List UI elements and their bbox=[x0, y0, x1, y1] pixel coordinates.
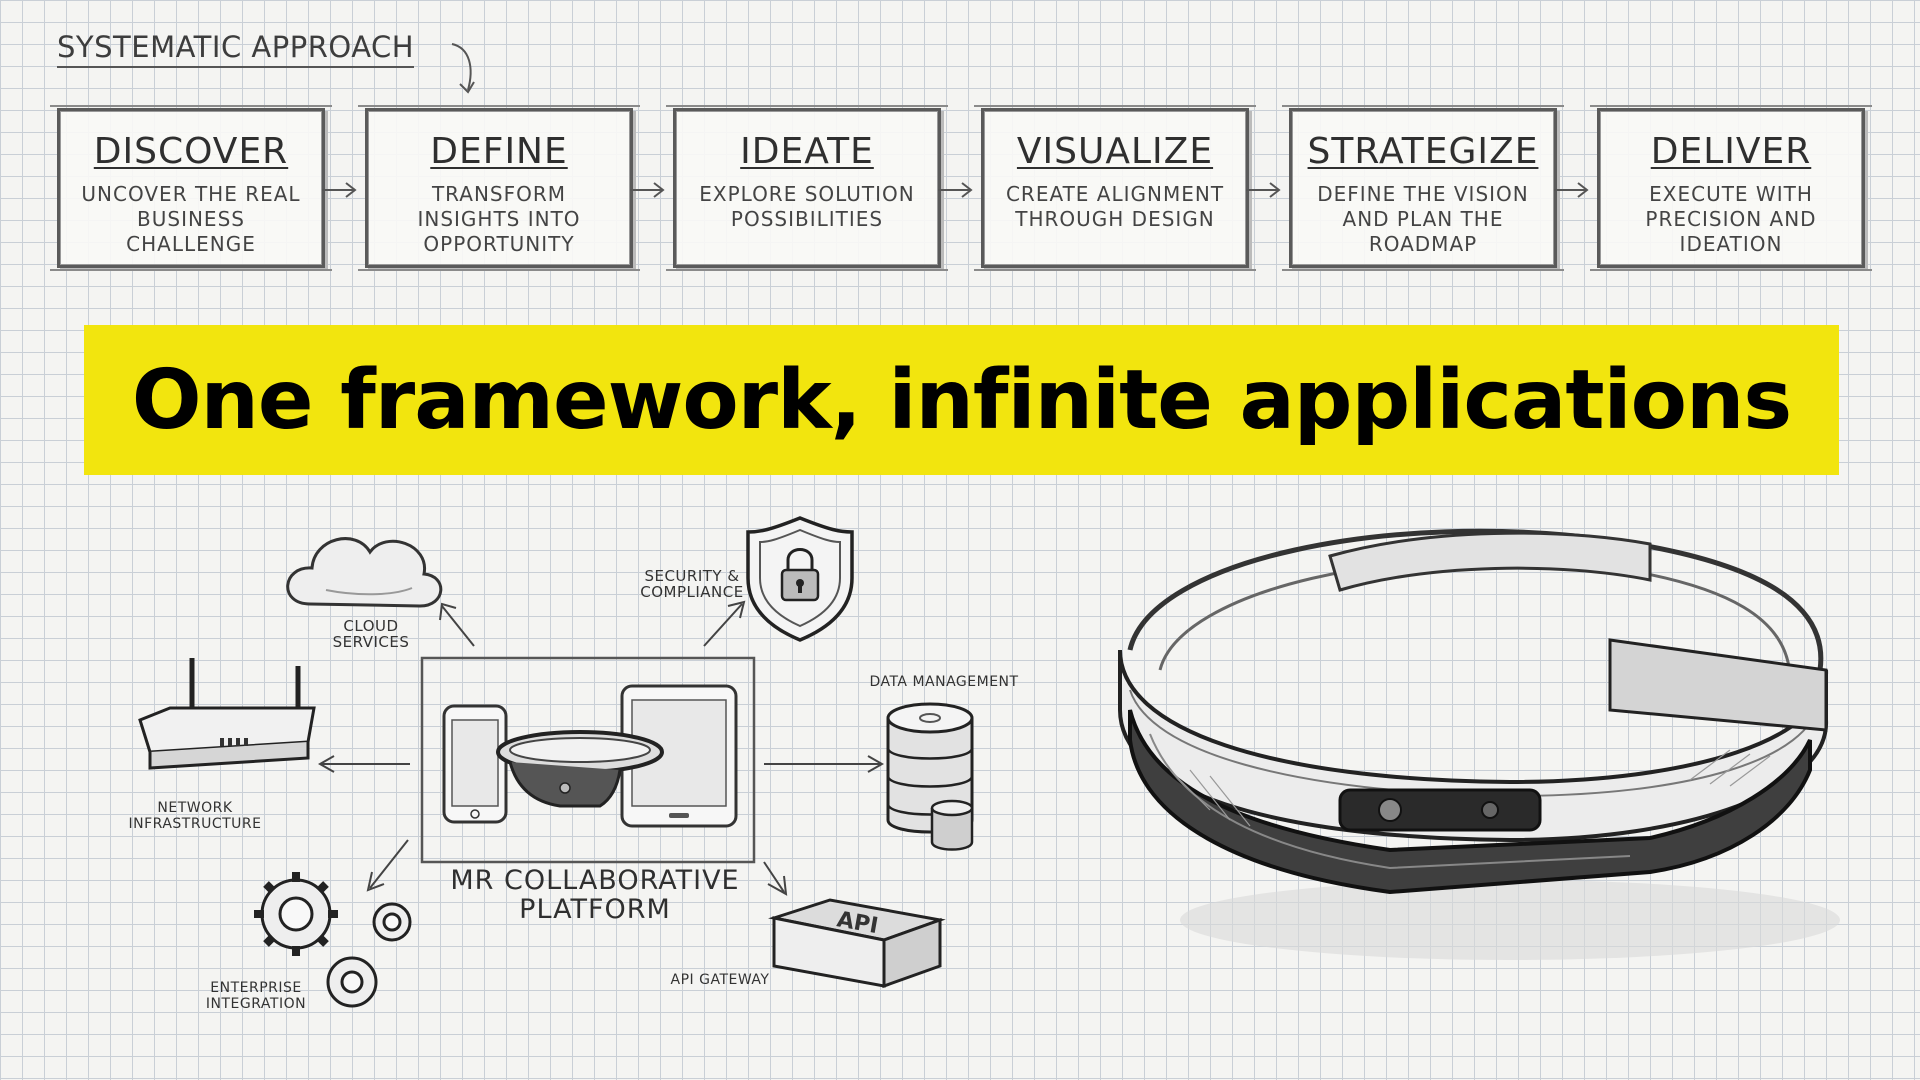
gears-icon bbox=[254, 872, 412, 1008]
step-title: DEFINE bbox=[430, 131, 568, 172]
security-compliance-label: SECURITY & COMPLIANCE bbox=[640, 567, 744, 601]
section-heading: SYSTEMATIC APPROACH bbox=[57, 30, 415, 68]
arrow-right-icon bbox=[938, 182, 973, 198]
cloud-icon bbox=[286, 537, 443, 608]
database-icon bbox=[886, 702, 974, 851]
step-strategize: STRATEGIZE DEFINE THE VISION AND PLAN TH… bbox=[1282, 105, 1564, 271]
api-box-icon: API bbox=[768, 898, 946, 989]
step-title: VISUALIZE bbox=[1016, 131, 1214, 172]
step-description: DEFINE THE VISION AND PLAN THE ROADMAP bbox=[1317, 182, 1529, 256]
curved-arrow-icon bbox=[451, 43, 475, 94]
step-description: EXECUTE WITH PRECISION AND IDEATION bbox=[1645, 182, 1817, 256]
step-visualize: VISUALIZE CREATE ALIGNMENT THROUGH DESIG… bbox=[974, 105, 1256, 271]
headset-small-icon bbox=[496, 730, 664, 808]
arrow-security bbox=[703, 600, 746, 647]
step-description: EXPLORE SOLUTION POSSIBILITIES bbox=[699, 182, 915, 231]
arrow-network bbox=[317, 755, 410, 773]
enterprise-integration-label: ENTERPRISE INTEGRATION bbox=[205, 980, 307, 1012]
arrow-cloud bbox=[439, 602, 475, 647]
headline-banner: One framework, infinite applications bbox=[84, 325, 1839, 475]
arrow-right-icon bbox=[1246, 182, 1281, 198]
network-infrastructure-label: NETWORK INFRASTRUCTURE bbox=[128, 800, 262, 832]
arrow-right-icon bbox=[1554, 182, 1589, 198]
data-management-label: DATA MANAGEMENT bbox=[869, 674, 1019, 690]
arrow-data bbox=[764, 755, 885, 773]
headline-text: One framework, infinite applications bbox=[131, 352, 1792, 448]
mixed-reality-headset-illustration bbox=[1118, 528, 1840, 960]
shield-lock-icon bbox=[746, 516, 854, 642]
platform-frame bbox=[420, 656, 756, 864]
step-title: DELIVER bbox=[1650, 131, 1812, 172]
step-description: CREATE ALIGNMENT THROUGH DESIGN bbox=[1005, 182, 1225, 231]
arrow-right-icon bbox=[322, 182, 357, 198]
api-gateway-label: API GATEWAY bbox=[670, 972, 770, 988]
step-title: STRATEGIZE bbox=[1307, 131, 1539, 172]
step-ideate: IDEATE EXPLORE SOLUTION POSSIBILITIES bbox=[666, 105, 948, 271]
router-icon bbox=[138, 658, 316, 770]
cloud-services-label: CLOUD SERVICES bbox=[332, 617, 410, 651]
step-title: DISCOVER bbox=[93, 131, 289, 172]
phone-icon bbox=[442, 704, 508, 824]
step-description: UNCOVER THE REAL BUSINESS CHALLENGE bbox=[81, 182, 301, 256]
step-deliver: DELIVER EXECUTE WITH PRECISION AND IDEAT… bbox=[1590, 105, 1872, 271]
arrow-right-icon bbox=[630, 182, 665, 198]
step-title: IDEATE bbox=[740, 131, 874, 172]
step-description: TRANSFORM INSIGHTS INTO OPPORTUNITY bbox=[417, 182, 581, 256]
arrow-api bbox=[763, 861, 788, 896]
arrow-enterprise bbox=[366, 839, 409, 892]
platform-label: MR COLLABORATIVE PLATFORM bbox=[450, 865, 740, 925]
